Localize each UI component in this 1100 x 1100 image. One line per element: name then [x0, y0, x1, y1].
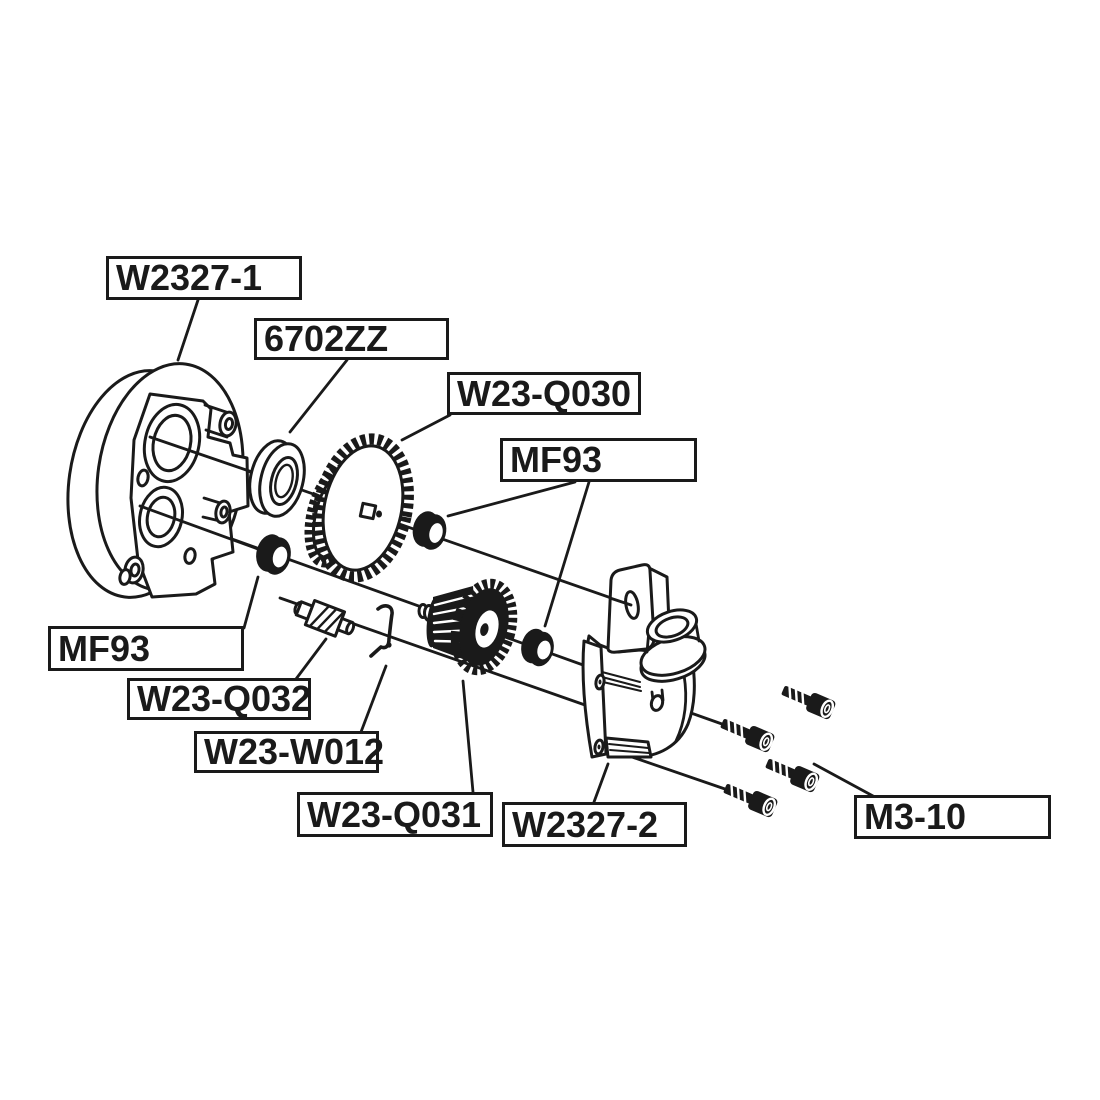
right-gearbox-housing [581, 563, 707, 759]
screw-1 [777, 679, 838, 722]
part-label-text: 6702ZZ [264, 318, 389, 359]
part-label-6702zz: 6702ZZ [254, 318, 449, 360]
gear-shaft-square-end [358, 501, 378, 521]
part-label-text: MF93 [58, 627, 151, 669]
clutch-gear-teeth [450, 578, 518, 676]
part-label-w2327-2: W2327-2 [502, 802, 687, 847]
part-label-w23-q032: W23-Q032 [127, 678, 311, 720]
socket-head-screws [716, 679, 838, 820]
wire-spring [369, 604, 394, 658]
part-label-text: M3-10 [864, 796, 967, 837]
part-label-w23-q030: W23-Q030 [447, 372, 641, 415]
upper-axis-overlay [148, 435, 257, 475]
part-label-mf93-left: MF93 [48, 626, 244, 671]
part-label-mf93-right: MF93 [500, 438, 697, 482]
main-spur-gear [304, 433, 414, 583]
part-label-w2327-1: W2327-1 [106, 256, 302, 300]
part-label-text: MF93 [510, 439, 603, 480]
flanged-bearing-mf93-upper [412, 511, 447, 550]
upper-axis-end-segment [608, 596, 633, 607]
part-label-m3-10: M3-10 [854, 795, 1051, 839]
part-label-text: W23-W012 [204, 731, 385, 772]
flanged-bearing-mf93-left [256, 534, 291, 575]
part-label-text: W2327-2 [512, 803, 659, 845]
flanged-bearing-mf93-lower [521, 628, 554, 667]
worm-pinion-shaft [293, 598, 356, 638]
part-label-w23-w012: W23-W012 [194, 731, 384, 773]
gear-teeth [312, 433, 414, 583]
part-label-text: W23-Q030 [457, 372, 632, 414]
label-leader-lines [176, 298, 875, 804]
screw-2 [716, 712, 777, 755]
part-label-text: W23-Q032 [137, 678, 312, 719]
part-label-text: W23-Q031 [307, 793, 482, 835]
part-label-text: W2327-1 [116, 257, 263, 298]
ball-bearing-6702zz [248, 439, 306, 518]
lower-axis-overlay [138, 504, 260, 551]
clutch-gear [417, 578, 518, 676]
screw-4 [719, 777, 780, 820]
left-gearbox-housing [66, 362, 250, 599]
part-label-w23-q031: W23-Q031 [297, 792, 493, 837]
screw-3 [761, 752, 822, 795]
